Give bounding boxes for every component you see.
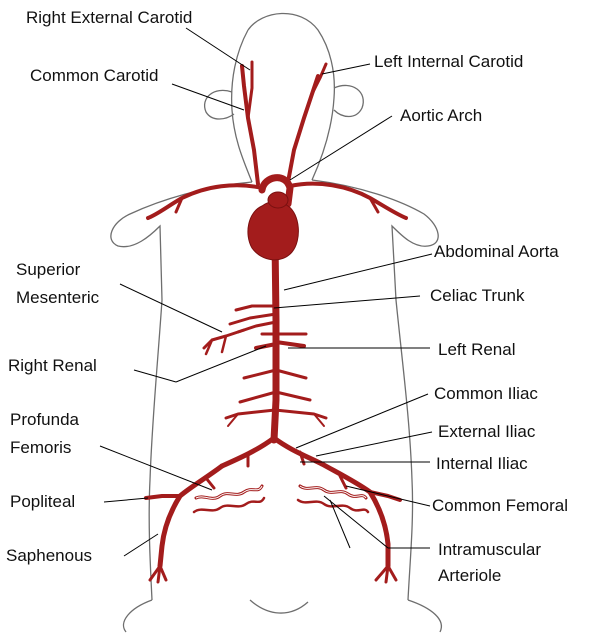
label-intramuscular: Intramuscular <box>438 540 541 560</box>
lumbar-left-1 <box>276 370 306 378</box>
label-saphenous: Saphenous <box>6 546 92 566</box>
leader-profunda-femoris <box>100 446 212 490</box>
left-hindfoot <box>124 600 152 632</box>
leader-superior-mesenteric <box>120 284 222 332</box>
leader-common-carotid <box>172 84 244 110</box>
leader-popliteal <box>104 498 148 502</box>
label-abdominal-aorta: Abdominal Aorta <box>434 242 559 262</box>
heart-body <box>248 202 298 260</box>
right-external-carotid-artery <box>248 62 252 118</box>
left-collateral-highlight <box>300 486 366 498</box>
right-collateral-loop-2 <box>194 498 264 512</box>
label-profunda: Profunda <box>10 410 79 430</box>
lumbar-left-2 <box>276 392 310 400</box>
right-hindfoot <box>408 600 441 632</box>
leader-right-external-carotid <box>186 28 250 70</box>
label-celiac-trunk: Celiac Trunk <box>430 286 524 306</box>
right-foot-digit-3 <box>160 566 166 580</box>
lumbar-right-2 <box>240 392 276 402</box>
leader-external-iliac <box>316 432 432 456</box>
left-femoral-artery <box>322 464 388 566</box>
leader-saphenous <box>124 534 158 556</box>
leader-abdominal-aorta <box>284 254 432 290</box>
leader-right-renal-1 <box>134 370 176 382</box>
left-foot-digit-3 <box>388 566 396 580</box>
label-external-iliac: External Iliac <box>438 422 535 442</box>
label-popliteal: Popliteal <box>10 492 75 512</box>
label-arteriole: Arteriole <box>438 566 501 586</box>
label-common-carotid: Common Carotid <box>30 66 159 86</box>
label-aortic-arch: Aortic Arch <box>400 106 482 126</box>
label-mesenteric: Mesenteric <box>16 288 99 308</box>
left-subclavian-artery <box>290 184 406 218</box>
body-left-side <box>111 182 252 600</box>
arterial-tree <box>146 62 406 582</box>
label-common-iliac: Common Iliac <box>434 384 538 404</box>
label-common-femoral: Common Femoral <box>432 496 568 516</box>
leader-celiac-trunk <box>274 296 420 308</box>
label-right-external-carotid: Right External Carotid <box>26 8 192 28</box>
left-renal-artery <box>276 342 304 346</box>
label-femoris: Femoris <box>10 438 71 458</box>
label-left-renal: Left Renal <box>438 340 516 360</box>
left-common-iliac-artery <box>274 438 322 464</box>
left-internal-carotid-artery <box>312 64 326 94</box>
label-superior: Superior <box>16 260 80 280</box>
lumbar-right-3 <box>226 410 275 418</box>
label-left-internal-carotid: Left Internal Carotid <box>374 52 523 72</box>
leader-left-internal-carotid <box>322 64 370 74</box>
right-subclavian-artery <box>148 185 262 218</box>
lumbar-left-3 <box>275 410 326 418</box>
right-femoral-artery <box>160 466 222 566</box>
right-popliteal-artery <box>146 496 180 498</box>
celiac-branch-1 <box>236 306 276 310</box>
right-profunda-branch <box>206 478 214 488</box>
leader-aortic-arch <box>290 116 392 180</box>
right-common-carotid-artery <box>242 66 258 184</box>
right-ear <box>334 85 363 116</box>
tail-base <box>250 600 308 613</box>
label-right-renal: Right Renal <box>8 356 97 376</box>
heart-top-lobe <box>268 192 288 208</box>
lumbar-right-1 <box>244 370 276 378</box>
label-internal-iliac: Internal Iliac <box>436 454 528 474</box>
